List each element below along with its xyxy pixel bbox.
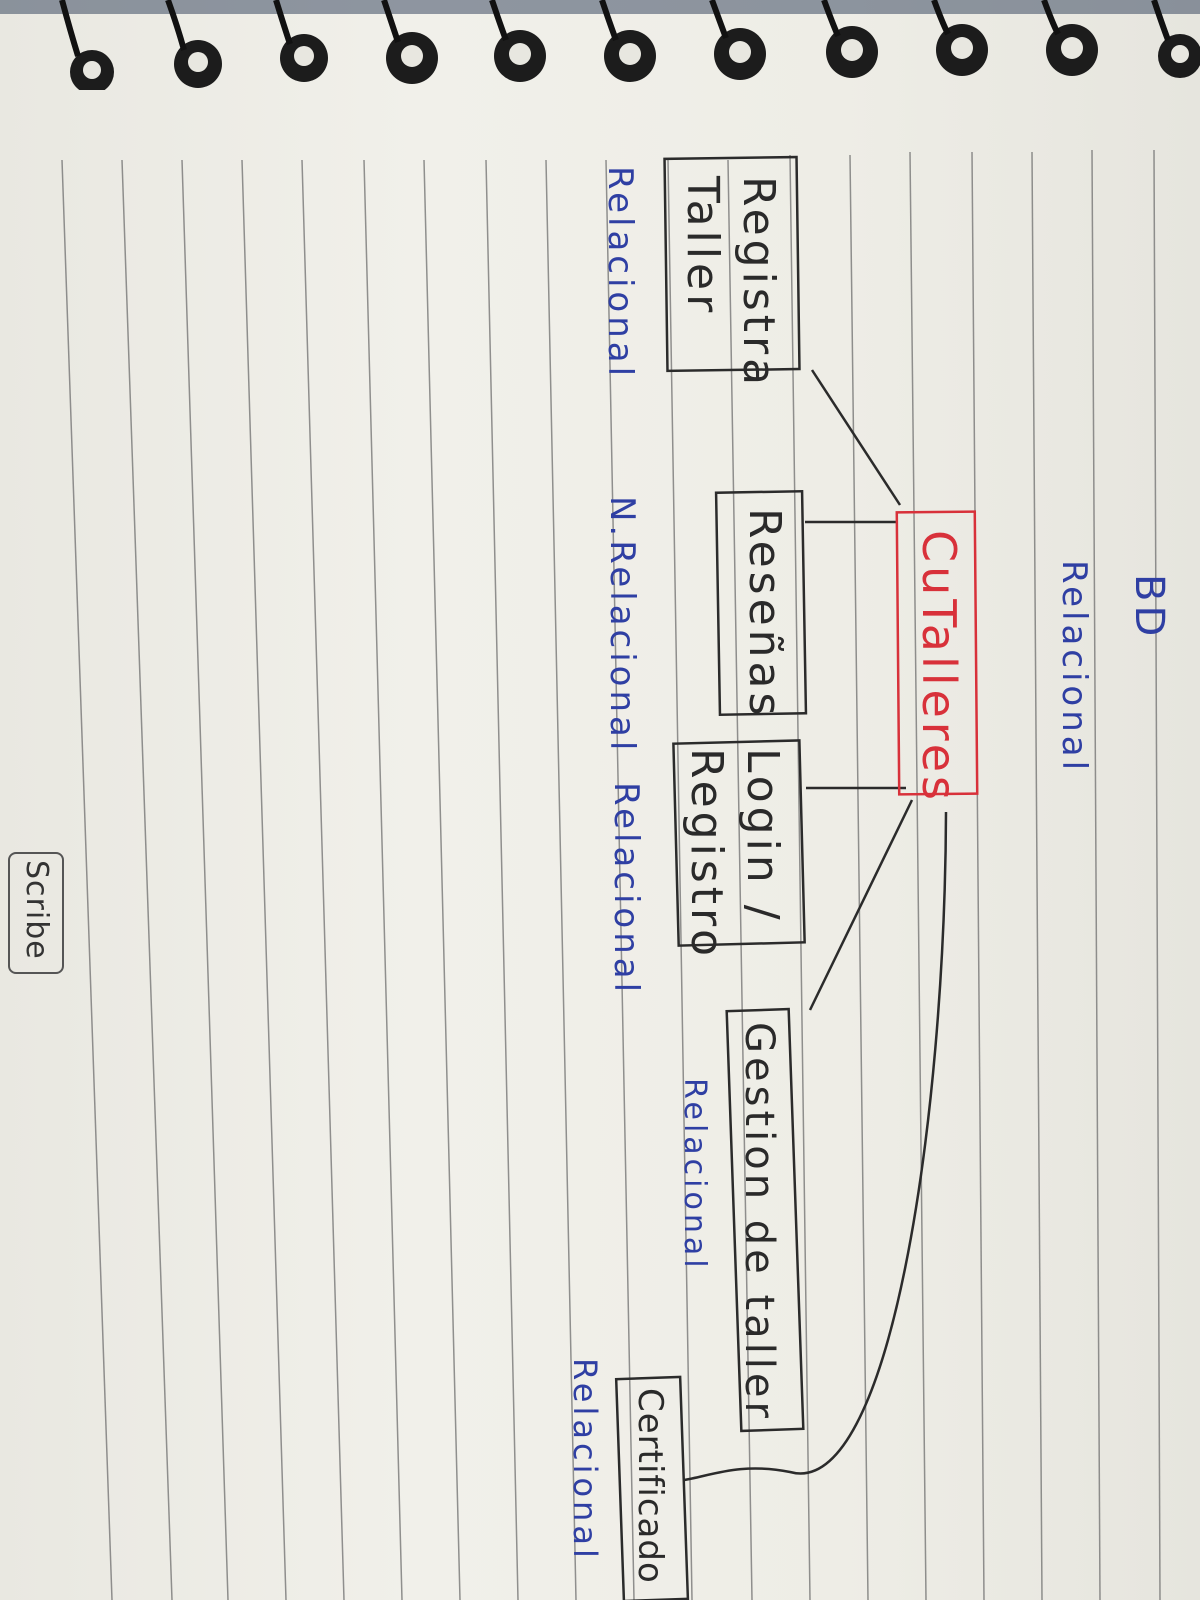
gestion-taller-label: Gestion de taller bbox=[736, 1022, 782, 1422]
title-bd: BD bbox=[1126, 574, 1172, 641]
connector-registra bbox=[810, 369, 902, 506]
box-resenas bbox=[714, 489, 808, 716]
box-cutalleres bbox=[895, 510, 979, 796]
connector-certificado bbox=[683, 811, 948, 1482]
gestion-taller-db-label: Relacional bbox=[677, 1078, 712, 1272]
title-relacional: Relacional bbox=[1054, 560, 1094, 775]
scribe-logo: Scribe bbox=[8, 852, 64, 974]
login-registro-db-label: Relacional bbox=[606, 782, 646, 997]
connector-gestion bbox=[808, 799, 914, 1011]
certificado-label: Certificado bbox=[630, 1388, 670, 1584]
box-login-registro bbox=[672, 739, 806, 947]
certificado-db-label: Relacional bbox=[566, 1358, 604, 1562]
registra-taller-db-label: Relacional bbox=[600, 166, 640, 381]
resenas-db-label: N.Relacional bbox=[602, 496, 642, 755]
box-registra-taller bbox=[663, 155, 801, 373]
scribe-logo-text: Scribe bbox=[19, 860, 54, 960]
login-registro-label: Login / Registro bbox=[681, 748, 788, 961]
box-gestion-taller bbox=[725, 1007, 805, 1433]
resenas-label: Reseñas bbox=[739, 508, 790, 720]
center-node-label: CuTalleres bbox=[912, 530, 966, 804]
registra-taller-label: Registra Taller bbox=[677, 176, 784, 390]
